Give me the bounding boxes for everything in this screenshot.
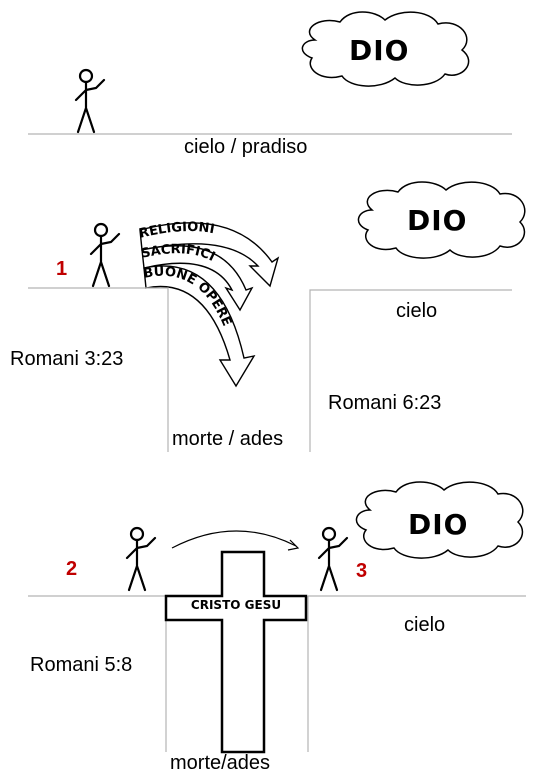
cross-label: CRISTO GESU <box>190 598 282 612</box>
verse-romani-3-23: Romani 3:23 <box>10 348 124 370</box>
pit-label: morte/ades <box>170 752 271 774</box>
stick-figure-icon <box>74 68 106 134</box>
stick-figure-icon <box>125 526 157 592</box>
step-number-3: 3 <box>356 560 368 582</box>
stick-figure-icon <box>89 222 121 288</box>
verse-romani-5-8: Romani 5:8 <box>30 654 133 676</box>
arrow-religioni: RELIGIONI <box>138 220 280 288</box>
step-number-2: 2 <box>66 558 78 580</box>
god-label: DIO <box>408 508 469 541</box>
stick-figure-icon <box>317 526 349 592</box>
heaven-label: cielo <box>396 300 438 322</box>
crossing-arrow-icon <box>171 530 300 551</box>
step-number-1: 1 <box>56 258 68 280</box>
pit-label: morte / ades <box>172 428 284 450</box>
god-label: DIO <box>407 204 468 237</box>
cloud-icon <box>355 481 524 559</box>
heaven-label: cielo <box>404 614 446 636</box>
verse-romani-6-23: Romani 6:23 <box>328 392 442 414</box>
ground-label: cielo / pradiso <box>184 136 308 158</box>
panel-3 <box>28 481 526 754</box>
god-label: DIO <box>349 34 410 67</box>
cloud-icon <box>301 11 470 87</box>
arrow-sacrifici: SACRIFICI <box>140 242 254 312</box>
panel-1 <box>28 11 512 135</box>
cloud-icon <box>357 181 526 259</box>
cross-icon <box>164 550 308 754</box>
